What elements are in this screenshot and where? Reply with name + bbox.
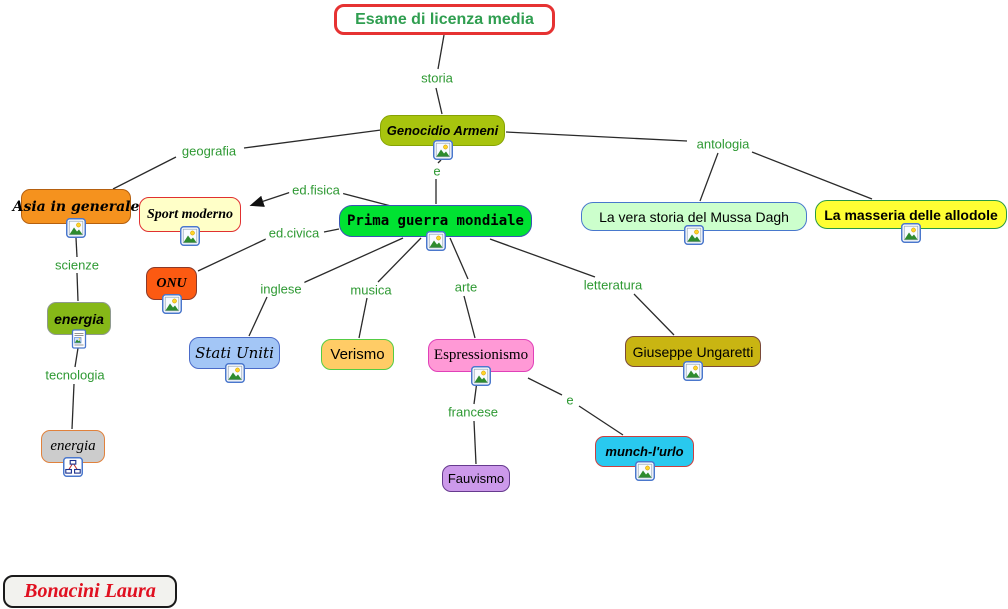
connection-line: [112, 156, 177, 190]
link-label-letteratura[interactable]: letteratura: [580, 277, 646, 293]
link-label-storia[interactable]: storia: [418, 70, 456, 86]
connection-line: [699, 152, 719, 202]
concept-node-sport-moderno[interactable]: Sport moderno: [139, 197, 241, 232]
link-label-antologia[interactable]: antologia: [693, 136, 753, 152]
document-resource-icon[interactable]: [69, 329, 89, 349]
concept-node-la-masseria-delle-allodole[interactable]: La masseria delle allodole: [815, 200, 1007, 229]
link-label-geografia[interactable]: geografia: [178, 143, 240, 159]
link-label-inglese[interactable]: inglese: [257, 281, 305, 297]
image-resource-icon[interactable]: [180, 226, 200, 246]
image-resource-icon[interactable]: [683, 361, 703, 381]
concept-node-verismo[interactable]: Verismo: [321, 339, 394, 370]
connection-line: [751, 151, 873, 200]
connection-line: [437, 34, 445, 70]
connection-line: [71, 383, 75, 430]
concept-node-label: Sport moderno: [147, 206, 233, 222]
connection-line: [248, 296, 268, 337]
image-resource-icon[interactable]: [161, 294, 182, 314]
concept-node-energia-tecnologia[interactable]: energia: [41, 430, 105, 463]
concept-node-fauvismo[interactable]: Fauvismo: [442, 465, 510, 492]
image-resource-icon[interactable]: [471, 366, 491, 386]
concept-node-asia-in-generale[interactable]: Asia in generale: [13, 189, 139, 224]
concept-node-espressionismo[interactable]: Espressionismo: [428, 339, 534, 372]
concept-node-label: ONU: [156, 275, 187, 291]
connection-line: [435, 87, 443, 115]
concept-node-label: La vera storia del Mussa Dagh: [599, 208, 789, 225]
concept-node-prima-guerra-mondiale[interactable]: Prima guerra mondiale: [339, 205, 532, 237]
connection-line: [76, 272, 79, 302]
connection-line: [358, 297, 368, 339]
concept-node-label: La masseria delle allodole: [824, 206, 998, 223]
concept-node-label: Giuseppe Ungaretti: [632, 343, 754, 360]
link-label-francese[interactable]: francese: [445, 404, 501, 420]
link-label-scienze[interactable]: scienze: [51, 257, 103, 273]
connection-line: [633, 293, 675, 336]
concept-node-label: Espressionismo: [433, 347, 529, 363]
image-resource-icon[interactable]: [901, 223, 921, 243]
connection-line: [74, 347, 79, 368]
image-resource-icon[interactable]: [224, 363, 245, 383]
image-resource-icon[interactable]: [66, 218, 86, 238]
concept-node-author-bonacini-laura[interactable]: Bonacini Laura: [3, 575, 177, 608]
connection-line: [340, 192, 392, 207]
connection-line: [505, 131, 688, 142]
connection-line: [437, 159, 442, 164]
link-label-arte[interactable]: arte: [451, 279, 481, 295]
connection-line: [302, 237, 404, 284]
connection-line: [377, 237, 422, 283]
concept-node-label: energia: [50, 438, 96, 454]
concept-node-label: munch-l'urlo: [605, 444, 684, 459]
concept-map-resource-icon[interactable]: [63, 457, 83, 477]
connection-line: [578, 405, 624, 436]
concept-node-label: Asia in generale: [12, 198, 140, 215]
link-label-ed-fisica[interactable]: ed.fisica: [289, 182, 343, 198]
link-label-musica[interactable]: musica: [347, 282, 395, 298]
image-resource-icon[interactable]: [425, 231, 446, 251]
connection-line: [75, 237, 78, 258]
image-resource-icon[interactable]: [634, 461, 655, 481]
concept-node-genocidio-armeni[interactable]: Genocidio Armeni: [380, 115, 505, 146]
link-label-ed-civica[interactable]: ed.civica: [265, 225, 323, 241]
concept-node-label: Verismo: [330, 346, 385, 363]
connection-line: [323, 228, 340, 233]
link-label-tecnologia[interactable]: tecnologia: [42, 367, 108, 383]
connection-line: [249, 191, 292, 207]
link-label-e-1[interactable]: e: [430, 163, 444, 179]
connection-line: [243, 129, 382, 149]
link-label-e-2[interactable]: e: [563, 392, 577, 408]
concept-node-label: Genocidio Armeni: [386, 123, 499, 138]
connection-line: [449, 237, 469, 280]
concept-node-label: Esame di licenza media: [355, 10, 534, 28]
connection-line: [473, 420, 477, 465]
concept-node-label: energia: [54, 310, 104, 327]
concept-node-label: Prima guerra mondiale: [346, 213, 524, 229]
image-resource-icon[interactable]: [432, 140, 453, 160]
connection-line: [463, 295, 476, 339]
concept-node-esame-di-licenza-media[interactable]: Esame di licenza media: [334, 4, 555, 35]
concept-node-label: Fauvismo: [447, 471, 505, 486]
concept-node-label: Stati Uniti: [195, 344, 274, 362]
connection-line: [197, 238, 267, 272]
connection-line: [489, 238, 596, 278]
connection-line: [527, 377, 563, 396]
image-resource-icon[interactable]: [684, 225, 704, 245]
concept-node-label: Bonacini Laura: [24, 580, 156, 602]
